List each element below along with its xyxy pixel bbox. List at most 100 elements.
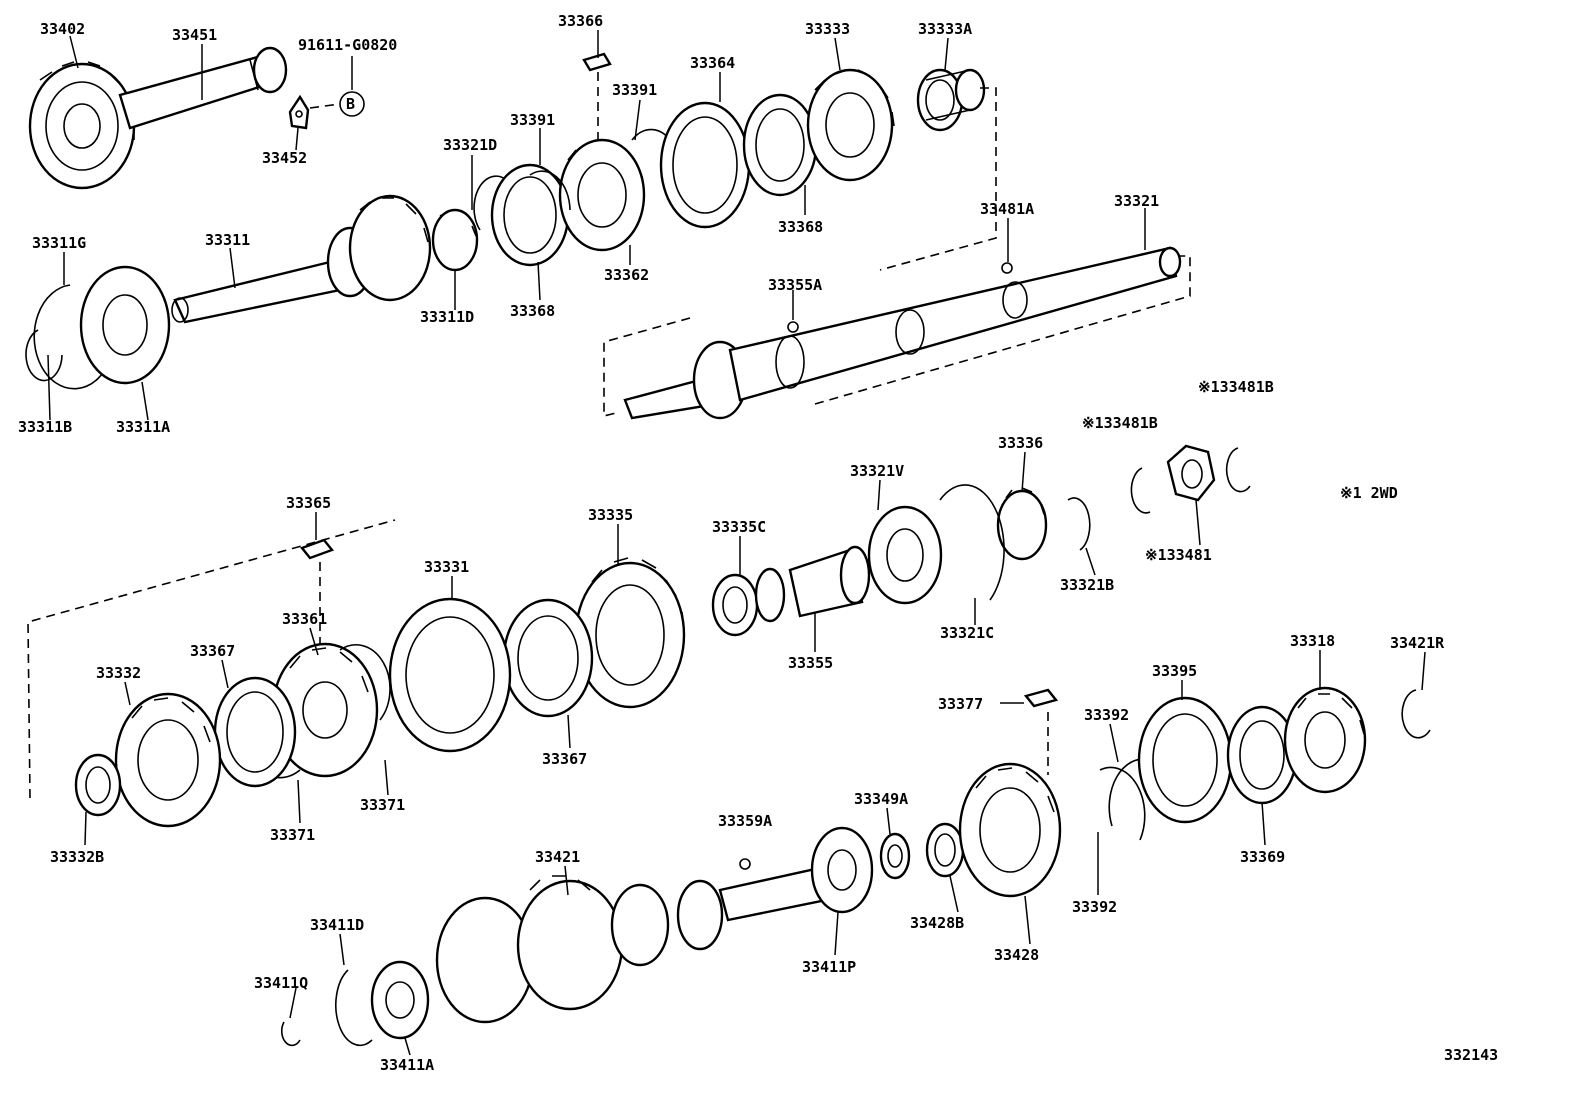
part-33332-gear (114, 692, 222, 828)
label-33321c: 33321C (940, 624, 994, 642)
part-133481b-snap-ring-a (1130, 467, 1151, 514)
part-33364-hub-sleeve-b (659, 101, 751, 229)
part-33336-gear (996, 487, 1048, 561)
label-33366: 33366 (558, 12, 603, 30)
label-33369: 33369 (1240, 848, 1285, 866)
figure-id-332143: 332143 (1444, 1046, 1498, 1064)
label-33333a: 33333A (918, 20, 972, 38)
part-33333a-needle-bearing (916, 68, 986, 132)
part-33318-gear (1283, 686, 1367, 794)
part-33428b-needle-bearing (925, 822, 965, 878)
label-33402: 33402 (40, 20, 85, 38)
label-33367-a: 33367 (190, 642, 235, 660)
part-33321-output-shaft (623, 246, 1182, 420)
label-33349a: 33349A (854, 790, 908, 808)
label-33321v: 33321V (850, 462, 904, 480)
label-33392-a: 33392 (1084, 706, 1129, 724)
part-33481a-ball (1001, 262, 1013, 274)
part-33411q-snap-ring (280, 1021, 301, 1047)
label-33311b: 33311B (18, 418, 72, 436)
label-33311g: 33311G (32, 234, 86, 252)
part-33395-hub-sleeve (1137, 696, 1233, 824)
label-33365: 33365 (286, 494, 331, 512)
label-33411a: 33411A (380, 1056, 434, 1074)
part-33451-idler-shaft (118, 46, 288, 130)
part-33367-synchro-ring-a (502, 598, 594, 718)
callout-b-marker (309, 91, 365, 117)
label-33411q: 33411Q (254, 974, 308, 992)
part-33321c-snap-ring (939, 484, 1005, 601)
label-33321: 33321 (1114, 192, 1159, 210)
label-133481: ※133481 (1145, 546, 1212, 564)
part-33365-shifting-key (300, 538, 334, 560)
label-33428: 33428 (994, 946, 1039, 964)
label-33451: 33451 (172, 26, 217, 44)
part-33361-clutch-hub (271, 642, 379, 778)
label-33368-b: 33368 (510, 302, 555, 320)
label-33332b: 33332B (50, 848, 104, 866)
label-33368-a: 33368 (778, 218, 823, 236)
label-33362: 33362 (604, 266, 649, 284)
label-33321b: 33321B (1060, 576, 1114, 594)
label-33395: 33395 (1152, 662, 1197, 680)
part-33321b-snap-ring (1067, 497, 1091, 551)
part-33355a-ball (787, 321, 799, 333)
label-ref-b: B (346, 95, 355, 113)
label-33311: 33311 (205, 231, 250, 249)
label-33481a: 33481A (980, 200, 1034, 218)
label-33335: 33335 (588, 506, 633, 524)
part-33411a-bearing (370, 960, 430, 1040)
label-33355a: 33355A (768, 276, 822, 294)
label-33411d: 33411D (310, 916, 364, 934)
label-33321d: 33321D (443, 136, 497, 154)
part-33411p-bearing (810, 826, 874, 914)
label-33391-b: 33391 (510, 111, 555, 129)
part-33411d-snap-ring (335, 969, 373, 1047)
label-33367-b: 33367 (542, 750, 587, 768)
part-33377-shifting-key (1023, 688, 1059, 708)
part-33367-synchro-ring-b (213, 676, 297, 788)
part-33368-synchro-ring-b (742, 93, 818, 197)
part-133481-lock-nut (1166, 444, 1216, 502)
label-33421r: 33421R (1390, 634, 1445, 652)
part-number-labels: 33402 33451 91611-G0820 B 33452 33366 33… (18, 12, 1498, 1074)
part-33402-reverse-idler-gear (28, 61, 136, 190)
part-33311d-gear-small (431, 208, 479, 272)
label-33331: 33331 (424, 558, 469, 576)
part-33428-gear (958, 762, 1062, 898)
part-33311a-bearing (79, 265, 171, 385)
label-33359a: 33359A (718, 812, 772, 830)
part-33311b-snap-ring (25, 329, 63, 382)
label-33311a: 33311A (116, 418, 170, 436)
label-33333: 33333 (805, 20, 850, 38)
part-33368-synchro-ring-a (490, 163, 570, 267)
label-33355: 33355 (788, 654, 833, 672)
label-33428b: 33428B (910, 914, 964, 932)
part-133481b-snap-ring-b (1225, 447, 1251, 493)
leader-lines (47, 30, 1426, 1056)
label-133481b-a: ※133481B (1198, 378, 1274, 396)
part-33349a-washer (879, 832, 911, 880)
label-33391-a: 33391 (612, 81, 657, 99)
part-33421-counter-gear (435, 866, 828, 1024)
label-33377: 33377 (938, 695, 983, 713)
part-33335-gear (574, 557, 686, 709)
part-33355-collar (788, 545, 871, 618)
label-33318: 33318 (1290, 632, 1335, 650)
part-33366-shifting-key (582, 52, 612, 72)
label-33332: 33332 (96, 664, 141, 682)
part-33331-hub-sleeve (388, 597, 512, 753)
label-33371-b: 33371 (270, 826, 315, 844)
part-33335c-needle-bearing (711, 567, 786, 637)
label-33361: 33361 (282, 610, 327, 628)
part-33311g-snap-ring (33, 284, 111, 390)
part-33421r-snap-ring (1401, 689, 1431, 739)
label-91611-g0820: 91611-G0820 (298, 36, 397, 54)
part-33311-input-shaft (171, 194, 432, 324)
part-33321v-bearing (867, 505, 943, 605)
part-33332b-needle-bearing (74, 753, 122, 817)
label-33371-a: 33371 (360, 796, 405, 814)
label-33392-b: 33392 (1072, 898, 1117, 916)
label-33336: 33336 (998, 434, 1043, 452)
